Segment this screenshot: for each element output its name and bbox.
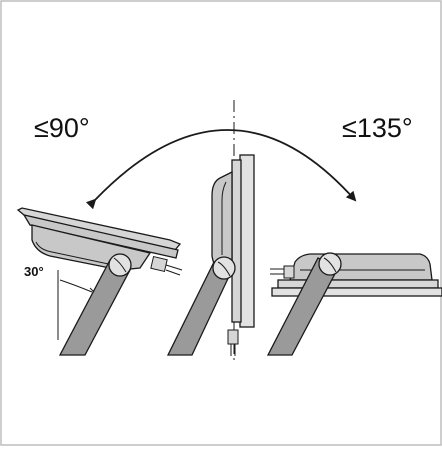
- middle-pivot-detail: [217, 261, 231, 277]
- right-pivot: [318, 252, 342, 276]
- tilt-forward-label: ≤90°: [34, 113, 90, 143]
- middle-lamp-frame: [231, 159, 242, 323]
- tilt-backward-label: ≤135°: [342, 113, 413, 143]
- middle-lamp-body-line: [221, 181, 227, 255]
- right-lamp-frame: [277, 279, 439, 289]
- middle-pivot: [212, 256, 236, 280]
- left-cable: [165, 264, 183, 271]
- left-pivot-detail: [113, 257, 127, 273]
- left-lamp-frame: [22, 214, 179, 259]
- right-lamp-front: [271, 287, 442, 297]
- angle-arc-tick: [89, 287, 95, 293]
- right-pivot-detail: [323, 257, 337, 273]
- left-cable-gland: [150, 255, 168, 273]
- angle-arc: [59, 279, 93, 293]
- left-cable-2: [165, 269, 181, 276]
- middle-cable-gland: [227, 329, 239, 345]
- left-lamp-body-line: [35, 241, 119, 267]
- left-floodlight: [16, 207, 183, 356]
- middle-lamp-front: [239, 154, 255, 328]
- left-pivot: [108, 253, 132, 277]
- right-cable-gland: [283, 265, 295, 279]
- middle-floodlight: [166, 154, 255, 356]
- right-floodlight: [266, 252, 442, 356]
- bracket-angle-label: 30°: [24, 264, 44, 279]
- rotation-arc-arrow: [85, 129, 357, 210]
